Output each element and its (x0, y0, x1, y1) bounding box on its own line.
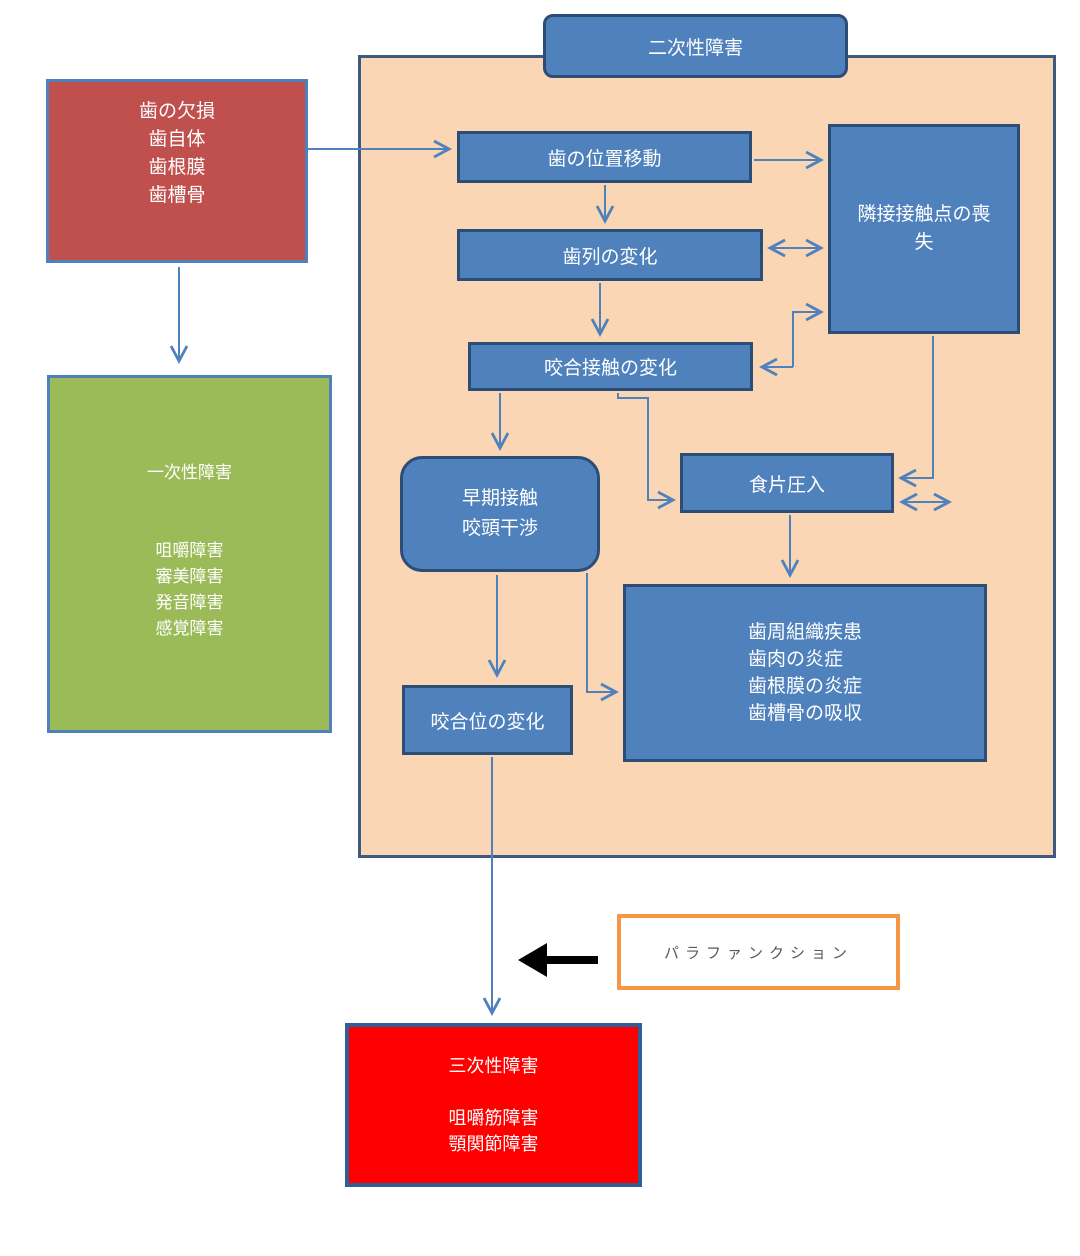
node-food-impaction: 食片圧入 (680, 453, 894, 513)
node-parafunction: パラファンクション (617, 914, 900, 990)
node-premature-contact: 早期接触 咬頭干渉 (400, 456, 600, 572)
node-tooth-defect-label: 歯の欠損 歯自体 歯根膜 歯槽骨 (138, 101, 215, 206)
node-tertiary-disorder-label: 三次性障害 咀嚼筋障害 顎関節障害 (448, 1056, 539, 1154)
node-occlusal-position-change: 咬合位の変化 (402, 685, 573, 755)
node-secondary-disorder: 二次性障害 (543, 14, 848, 78)
node-adjacent-contact-point-loss: 隣接接触点の喪 失 (828, 124, 1020, 334)
node-primary-disorder-label: 一次性障害 咀嚼障害 審美障害 発音障害 感覚障害 (147, 463, 232, 638)
node-periodontal-tissue-disease-label: 歯周組織疾患 歯肉の炎症 歯根膜の炎症 歯槽骨の吸収 (747, 622, 862, 724)
node-occlusal-contact-change: 咬合接触の変化 (468, 342, 753, 391)
node-premature-contact-label: 早期接触 咬頭干渉 (461, 488, 538, 539)
node-periodontal-tissue-disease: 歯周組織疾患 歯肉の炎症 歯根膜の炎症 歯槽骨の吸収 (623, 584, 987, 762)
node-tertiary-disorder: 三次性障害 咀嚼筋障害 顎関節障害 (345, 1023, 642, 1187)
node-tooth-defect: 歯の欠損 歯自体 歯根膜 歯槽骨 (46, 79, 308, 263)
node-tooth-position-movement: 歯の位置移動 (457, 131, 752, 183)
parafunction-black-arrow (518, 943, 598, 977)
node-adjacent-contact-point-loss-label: 隣接接触点の喪 失 (857, 204, 991, 253)
node-primary-disorder: 一次性障害 咀嚼障害 審美障害 発音障害 感覚障害 (47, 375, 332, 733)
node-dentition-change: 歯列の変化 (457, 229, 763, 281)
